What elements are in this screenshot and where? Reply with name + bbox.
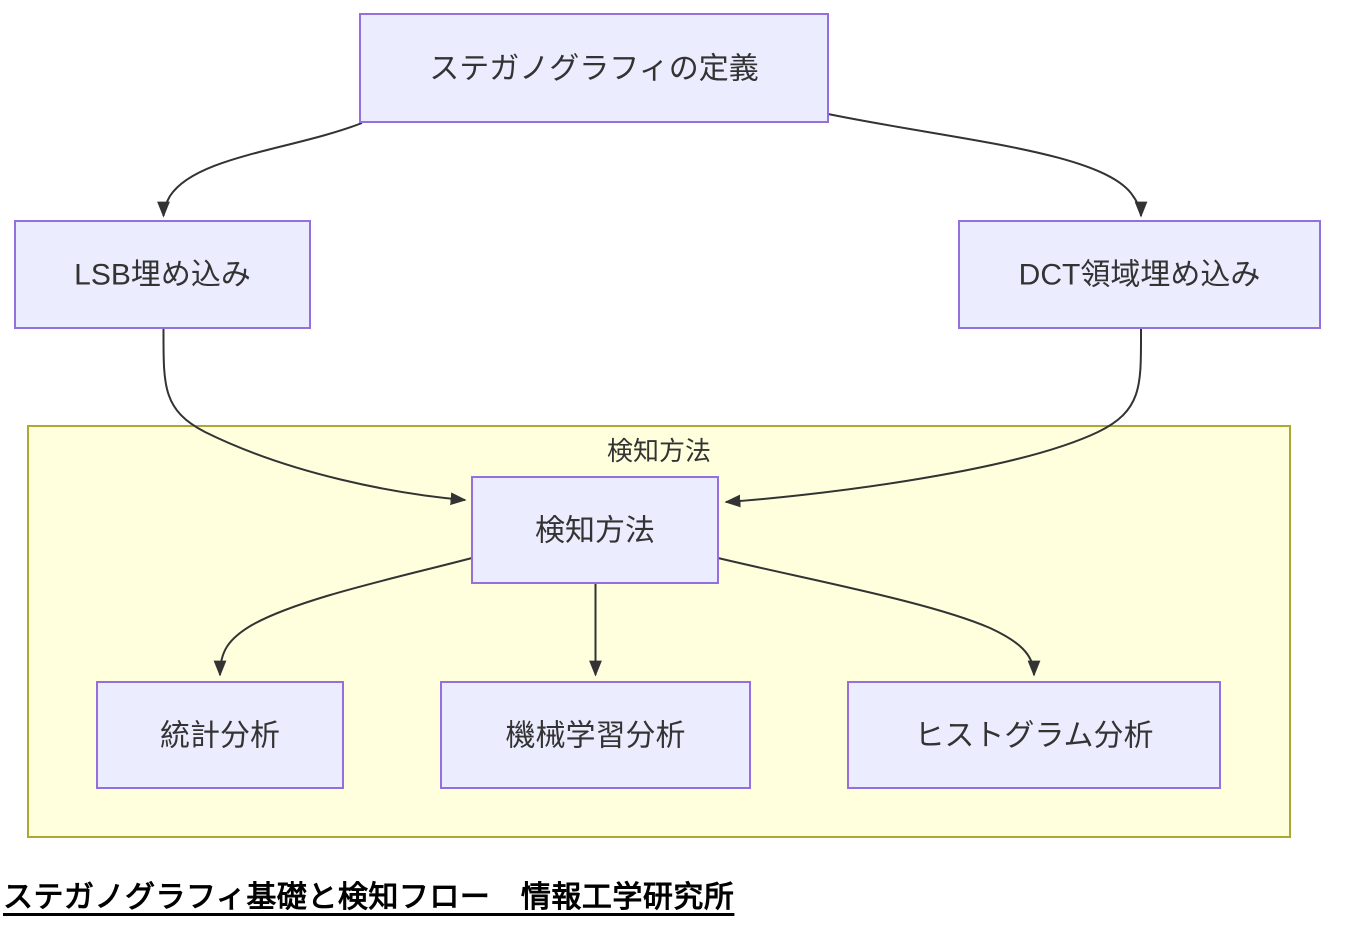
node-ml: 機械学習分析 — [440, 681, 751, 789]
edge-root-to-dct — [827, 113, 1148, 218]
edge-detect-to-stat — [213, 557, 473, 677]
edge-dct-to-detect — [724, 327, 1143, 508]
node-dct-rect — [958, 220, 1321, 329]
node-hist-rect — [847, 681, 1221, 789]
edge-detect-to-hist — [717, 557, 1041, 677]
node-lsb-label: LSB埋め込み — [74, 259, 251, 292]
edge-root-to-lsb — [157, 122, 363, 218]
node-hist-label: ヒストグラム分析 — [914, 720, 1153, 753]
edge-lsb-to-detect — [162, 327, 467, 506]
node-stat: 統計分析 — [96, 681, 344, 789]
cluster-label: 検知方法 — [607, 436, 711, 466]
node-ml-label: 機械学習分析 — [506, 720, 686, 753]
diagram-caption: ステガノグラフィ基礎と検知フロー 情報工学研究所 — [3, 881, 735, 914]
node-stat-label: 統計分析 — [160, 720, 280, 753]
node-lsb: LSB埋め込み — [14, 220, 311, 329]
node-dct: DCT領域埋め込み — [958, 220, 1321, 329]
node-root: ステガノグラフィの定義 — [359, 13, 829, 123]
node-stat-rect — [96, 681, 344, 789]
node-root-rect — [359, 13, 829, 123]
node-hist: ヒストグラム分析 — [847, 681, 1221, 789]
node-root-label: ステガノグラフィの定義 — [429, 53, 758, 86]
node-ml-rect — [440, 681, 751, 789]
node-dct-label: DCT領域埋め込み — [1019, 259, 1261, 292]
node-detect: 検知方法 — [471, 476, 719, 584]
node-detect-rect — [471, 476, 719, 584]
node-detect-label: 検知方法 — [535, 515, 655, 548]
node-lsb-rect — [14, 220, 311, 329]
